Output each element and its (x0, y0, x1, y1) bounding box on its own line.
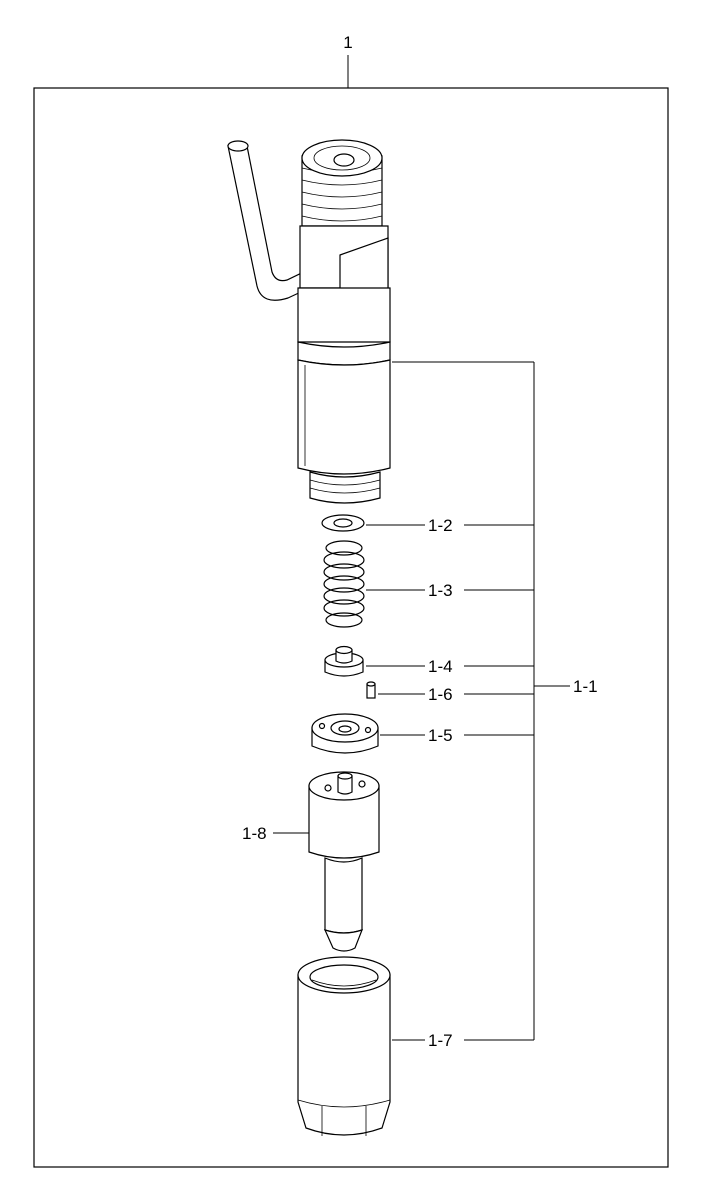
callout-assembly[interactable]: 1 (343, 33, 352, 52)
injector-body[interactable] (227, 139, 391, 504)
leak-off-pipe-end (227, 140, 249, 152)
pin-part[interactable] (366, 681, 376, 699)
callout-spring[interactable]: 1-3 (428, 581, 453, 600)
inlet-top-inner (313, 145, 371, 171)
inlet-bore (333, 153, 355, 167)
body-bottom-thread (309, 471, 381, 504)
body-shoulder (297, 287, 391, 343)
callout-washer[interactable]: 1-2 (428, 516, 453, 535)
callout-spring-seat[interactable]: 1-4 (428, 657, 453, 676)
retaining-nut-part[interactable] (297, 956, 391, 1136)
callout-sub-assembly[interactable]: 1-1 (573, 677, 598, 696)
bottom-thread-lines (309, 479, 381, 494)
spacer-part[interactable] (311, 713, 379, 754)
washer-part[interactable] (321, 514, 365, 532)
spring-part[interactable] (323, 540, 365, 628)
callout-pin[interactable]: 1-6 (428, 685, 453, 704)
body-ring (297, 341, 391, 366)
callout-spacer[interactable]: 1-5 (428, 726, 453, 745)
lower-body (297, 359, 391, 475)
callout-nozzle[interactable]: 1-8 (242, 824, 267, 843)
diagram-frame (33, 87, 669, 1168)
nozzle-part[interactable] (308, 771, 380, 952)
callout-retaining-nut[interactable]: 1-7 (428, 1031, 453, 1050)
spring-seat-part[interactable] (324, 645, 364, 677)
